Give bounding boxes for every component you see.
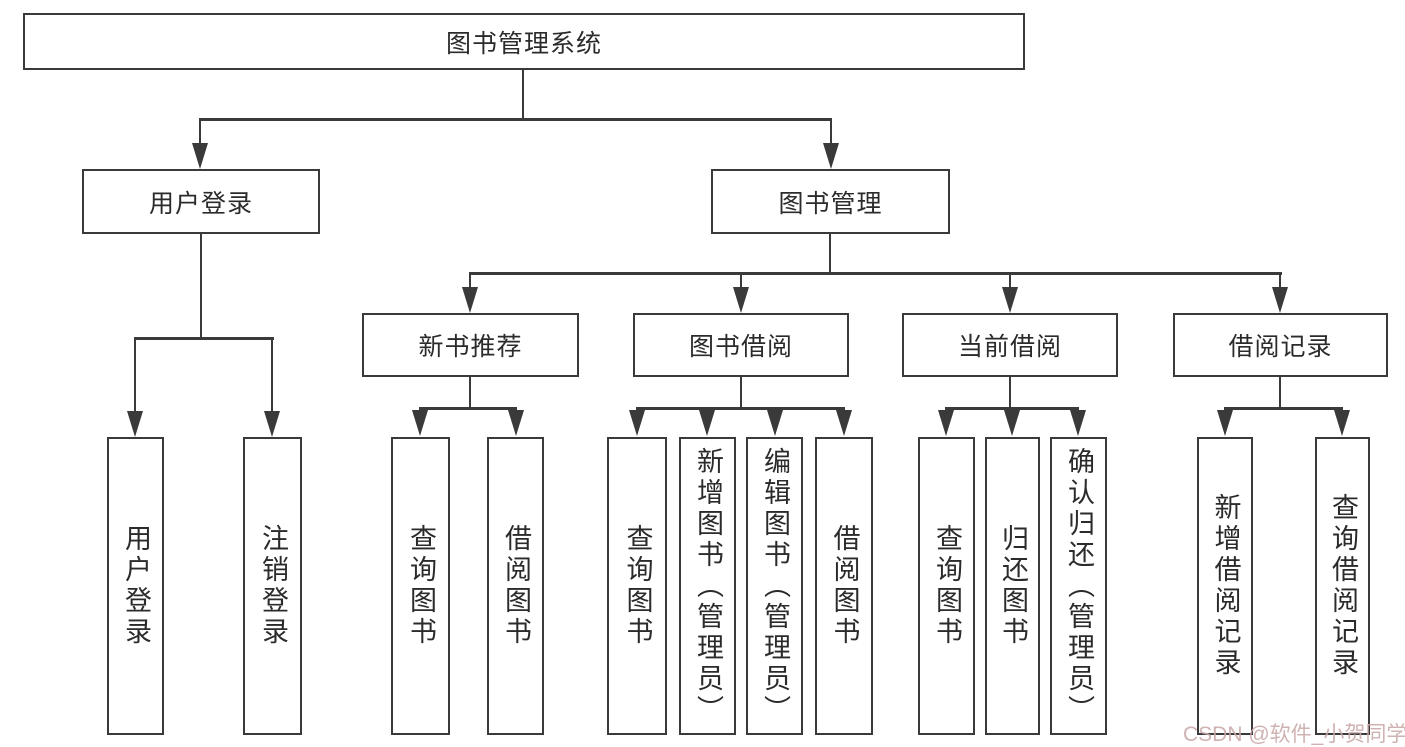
node-label: 确认归还（管理员）	[1064, 446, 1094, 726]
connector-stem	[1278, 274, 1282, 288]
connector-borrow-record-bar	[1223, 407, 1343, 410]
connector-root-stem	[521, 69, 525, 120]
connector-stem	[270, 339, 274, 412]
connector-stem	[468, 274, 472, 288]
arrowhead-down	[192, 143, 208, 169]
arrowhead-down	[508, 410, 524, 436]
arrowhead-down	[836, 410, 852, 436]
node-br-query: 查询借阅记录	[1315, 437, 1370, 735]
arrowhead-down	[127, 411, 143, 437]
node-logout: 注销登录	[243, 437, 302, 735]
connector-new-book-bar	[418, 407, 518, 410]
connector-level3-bar	[468, 272, 1282, 275]
arrowhead-down	[412, 410, 428, 436]
arrowhead-down	[1004, 410, 1020, 436]
connector-user-login-stem	[199, 234, 203, 339]
connector-current-borrow-stem	[1008, 377, 1012, 409]
arrowhead-down	[938, 410, 954, 436]
node-bb-edit: 编辑图书（管理员）	[746, 437, 803, 735]
arrowhead-down	[1272, 287, 1288, 313]
connector-new-book-stem	[468, 377, 472, 409]
connector-stem	[739, 274, 743, 288]
node-book-borrow: 图书借阅	[633, 313, 849, 377]
arrowhead-down	[699, 410, 715, 436]
node-label: 新增图书（管理员）	[693, 446, 723, 726]
watermark: CSDN @软件_小贺同学	[1183, 723, 1405, 746]
arrowhead-down	[1002, 287, 1018, 313]
connector-book-mgmt-stem	[828, 234, 832, 274]
arrowhead-down	[1217, 410, 1233, 436]
arrowhead-down	[1334, 410, 1350, 436]
node-nb-borrow: 借阅图书	[487, 437, 544, 735]
connector-stem	[198, 120, 202, 144]
node-bb-add: 新增图书（管理员）	[679, 437, 736, 735]
node-label: 编辑图书（管理员）	[760, 446, 790, 726]
connector-current-borrow-bar	[944, 407, 1079, 410]
connector-stem	[1008, 274, 1012, 288]
connector-book-borrow-bar	[635, 407, 845, 410]
arrowhead-down	[767, 410, 783, 436]
node-label: 注销登录	[258, 524, 288, 648]
node-label: 用户登录	[121, 524, 151, 648]
arrowhead-down	[264, 411, 280, 437]
node-current-borrow: 当前借阅	[902, 313, 1118, 377]
node-label: 借阅图书	[829, 524, 860, 648]
node-login: 用户登录	[107, 437, 164, 735]
node-cb-return: 归还图书	[985, 437, 1040, 735]
arrowhead-down	[629, 410, 645, 436]
connector-user-login-bar	[133, 337, 274, 340]
arrowhead-down	[1070, 410, 1086, 436]
node-label: 新增借阅记录	[1210, 493, 1241, 679]
arrowhead-down	[823, 143, 839, 169]
node-borrow-record: 借阅记录	[1173, 313, 1388, 377]
connector-stem	[829, 120, 833, 144]
node-label: 借阅图书	[501, 524, 531, 648]
node-nb-query: 查询图书	[391, 437, 450, 735]
connector-book-borrow-stem	[739, 377, 743, 409]
node-cb-confirm: 确认归还（管理员）	[1050, 437, 1107, 735]
arrowhead-down	[733, 287, 749, 313]
node-br-add: 新增借阅记录	[1197, 437, 1253, 735]
node-label: 归还图书	[998, 524, 1028, 648]
node-root: 图书管理系统	[23, 13, 1025, 70]
connector-borrow-record-stem	[1278, 377, 1282, 409]
node-label: 查询图书	[622, 524, 653, 648]
node-bb-borrow: 借阅图书	[815, 437, 873, 735]
node-user-login: 用户登录	[82, 169, 320, 234]
node-bb-query: 查询图书	[607, 437, 667, 735]
node-label: 查询借阅记录	[1328, 493, 1358, 679]
node-cb-query: 查询图书	[918, 437, 975, 735]
node-label: 查询图书	[406, 524, 436, 648]
node-new-book: 新书推荐	[362, 313, 579, 377]
node-book-mgmt: 图书管理	[711, 169, 950, 234]
connector-level1-bar	[198, 118, 832, 121]
connector-stem	[133, 339, 137, 412]
arrowhead-down	[462, 287, 478, 313]
node-label: 查询图书	[932, 524, 962, 648]
